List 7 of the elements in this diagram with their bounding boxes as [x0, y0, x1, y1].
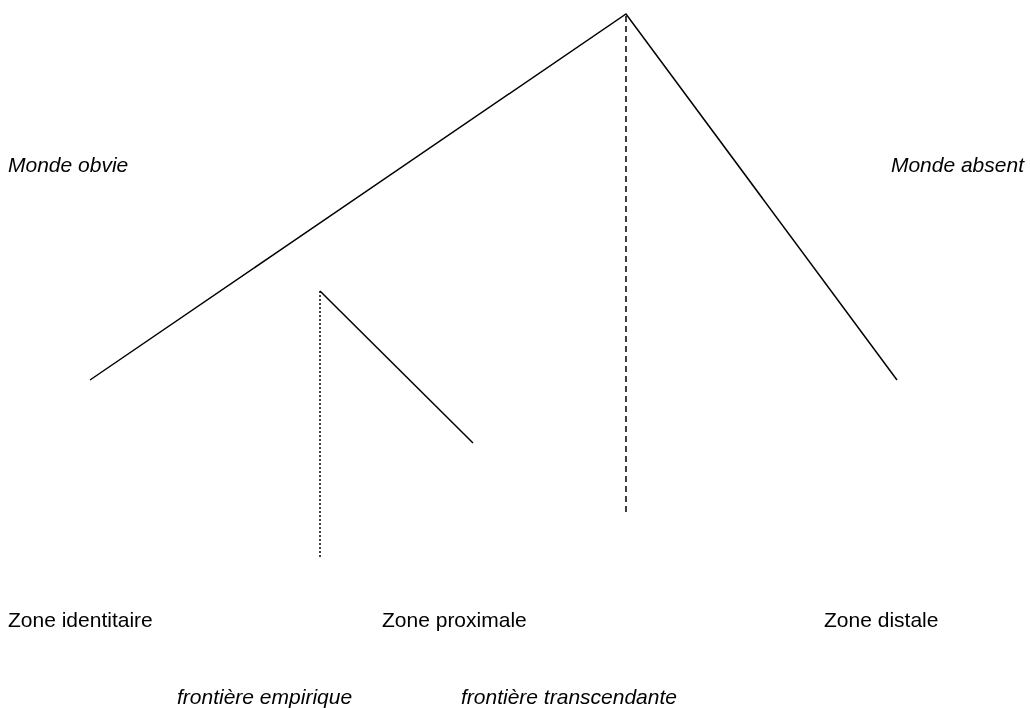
boundary-label: frontière empirique [177, 685, 353, 708]
zone-label: Zone proximale [382, 608, 527, 632]
boundary-label: frontière transcendante [461, 685, 677, 708]
world-label: Monde obvie [8, 153, 129, 177]
zone-label: Zone identitaire [8, 608, 153, 632]
zone-label: Zone distale [824, 608, 939, 632]
world-label: Monde absent [890, 153, 1024, 177]
